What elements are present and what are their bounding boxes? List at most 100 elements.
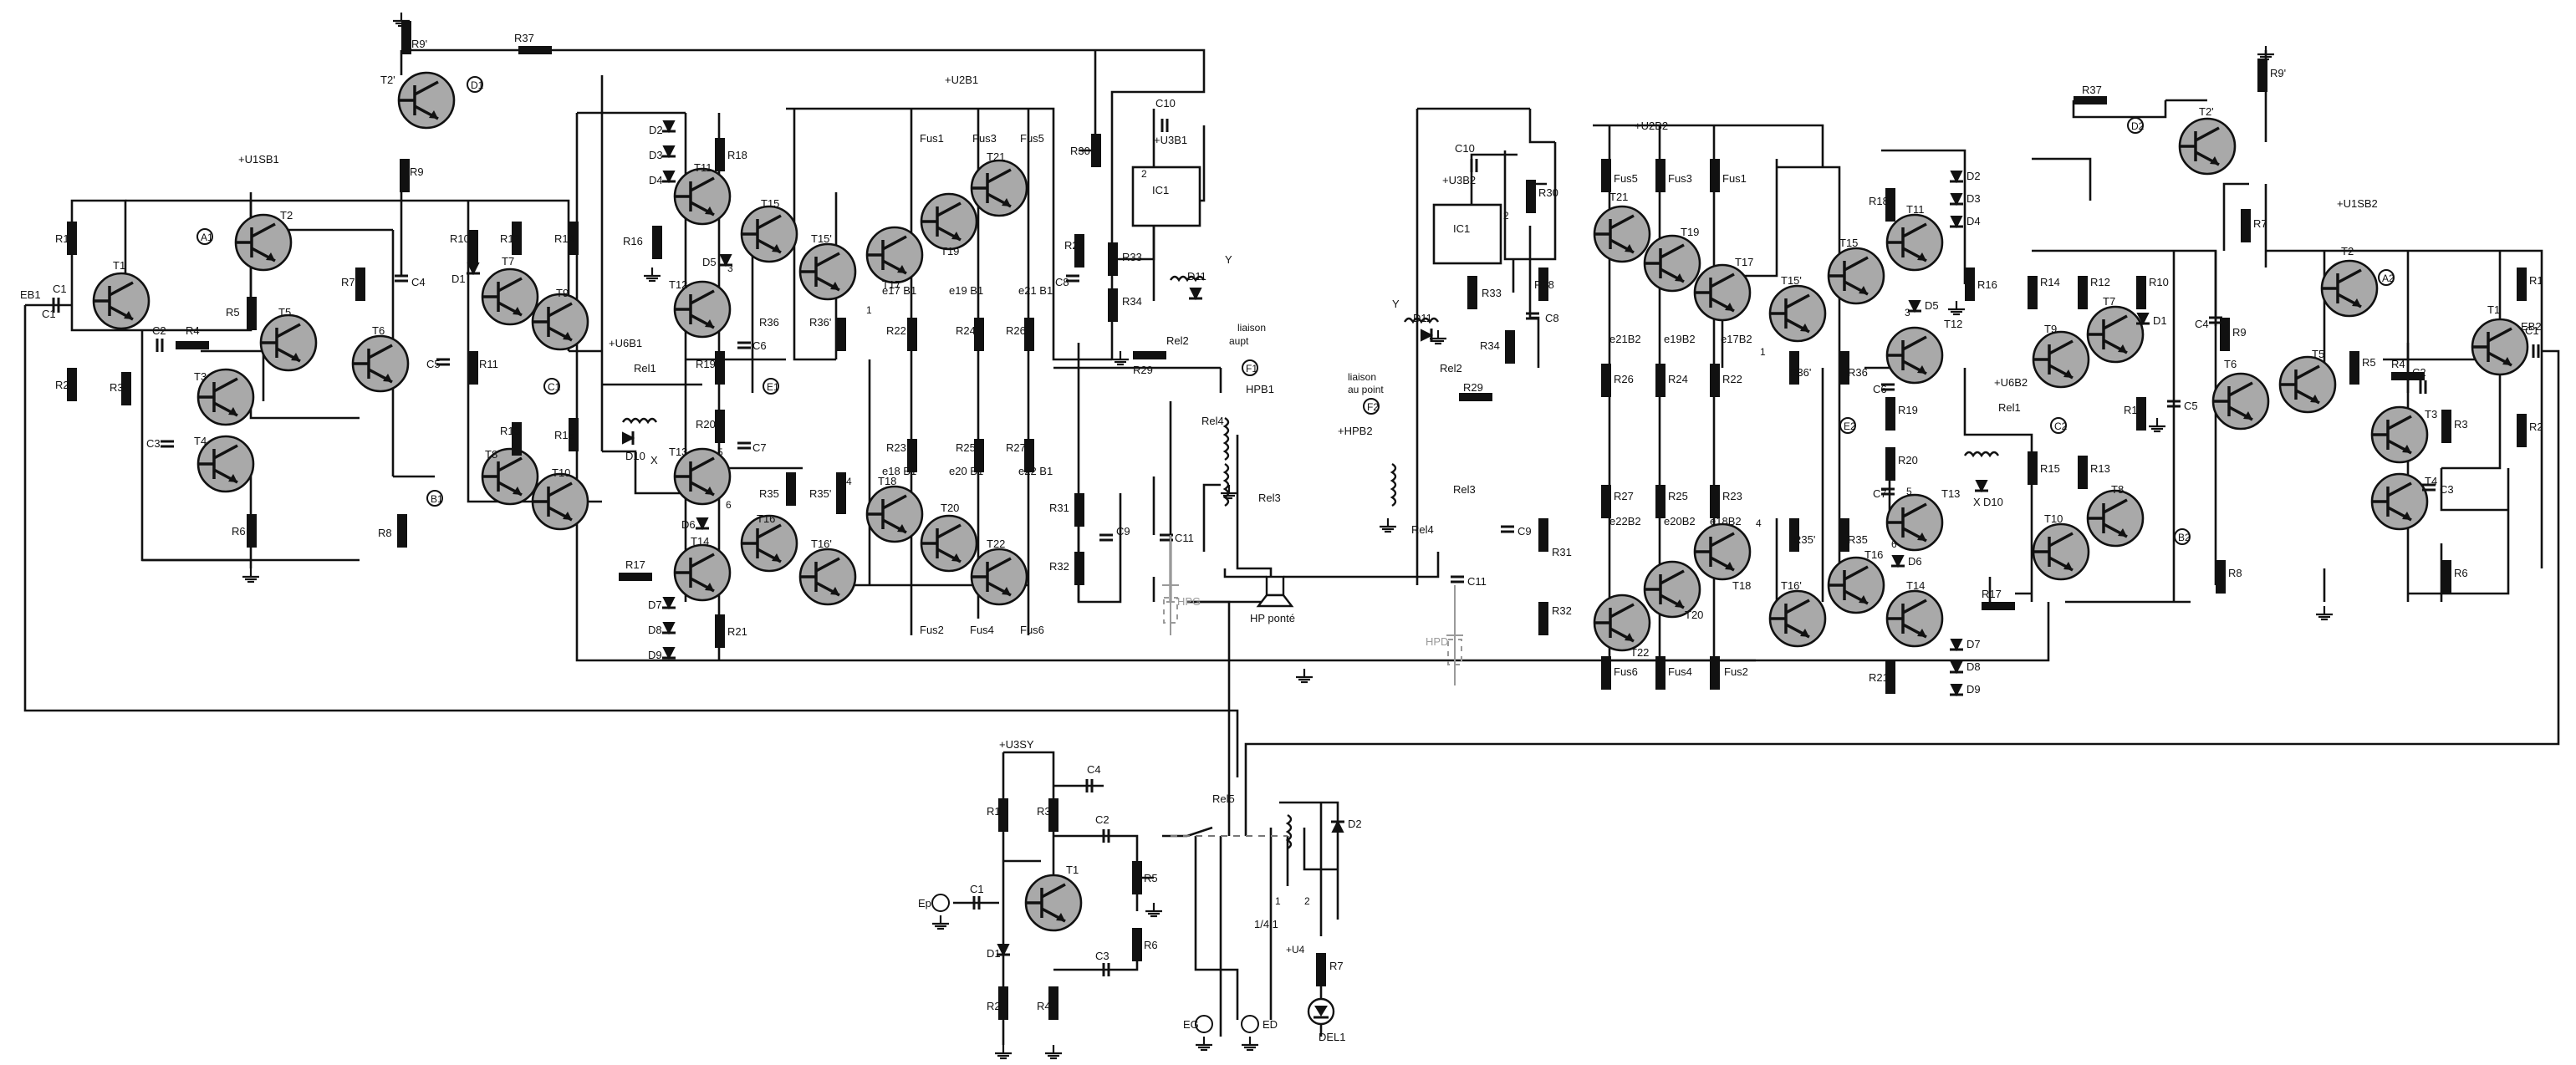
relay-coil-rel4-left [1222, 462, 1230, 507]
svg-text:e17B2: e17B2 [1721, 333, 1752, 345]
svg-text:D2: D2 [1966, 170, 1981, 182]
svg-text:IC1: IC1 [1152, 184, 1169, 196]
svg-text:+U6B1: +U6B1 [609, 337, 642, 349]
svg-text:A1: A1 [201, 232, 213, 243]
svg-text:C7: C7 [752, 441, 767, 454]
transistor-t6 [351, 334, 410, 393]
svg-text:F2: F2 [1367, 401, 1379, 413]
hpg-connector [1163, 597, 1178, 624]
svg-text:Fus6: Fus6 [1020, 624, 1044, 636]
svg-text:Fus5: Fus5 [1614, 172, 1638, 185]
relay-coil-rel1-right [1963, 451, 2000, 458]
svg-text:C4: C4 [2195, 318, 2209, 330]
svg-text:D10: D10 [625, 450, 645, 462]
svg-text:T7: T7 [2103, 295, 2115, 308]
svg-text:Fus3: Fus3 [972, 132, 997, 145]
svg-text:D1: D1 [2153, 314, 2167, 327]
svg-text:e21 B1: e21 B1 [1018, 284, 1053, 297]
svg-text:R1: R1 [55, 232, 69, 245]
relay-coil-rel2b-left [1169, 275, 1206, 283]
svg-text:Fus1: Fus1 [920, 132, 944, 145]
svg-text:T3: T3 [2425, 408, 2437, 420]
svg-text:e19B2: e19B2 [1664, 333, 1696, 345]
svg-text:T11: T11 [694, 161, 712, 174]
svg-text:R31: R31 [1049, 502, 1069, 514]
svg-text:+U3SY: +U3SY [999, 738, 1034, 751]
svg-text:T4: T4 [194, 435, 207, 447]
transistor-t18-r [1693, 522, 1752, 581]
ic1-right [1432, 203, 1502, 265]
svg-text:T2': T2' [2199, 105, 2214, 118]
transistor-t15-prime-r [1768, 284, 1827, 343]
svg-text:Fus1: Fus1 [1722, 172, 1747, 185]
svg-text:e22 B1: e22 B1 [1018, 465, 1053, 477]
labels-input: +U3SY T1 R1 R2 R3 R4 R5 R6 R7 C1 C2 C3 C… [918, 738, 1362, 1043]
svg-text:R18: R18 [727, 149, 747, 161]
svg-text:C3: C3 [146, 437, 161, 450]
svg-text:T12: T12 [1944, 318, 1962, 330]
svg-text:R9: R9 [410, 166, 424, 178]
svg-text:D6: D6 [1908, 555, 1922, 568]
transistor-t17-r [1693, 263, 1752, 322]
svg-text:au point: au point [1348, 384, 1384, 395]
svg-text:DEL1: DEL1 [1319, 1031, 1346, 1043]
transistor-t16-prime-r [1768, 589, 1827, 648]
svg-text:R34: R34 [1480, 339, 1500, 352]
svg-text:EB2: EB2 [2521, 320, 2542, 333]
transistor-t21 [970, 159, 1028, 217]
svg-text:Fus3: Fus3 [1668, 172, 1692, 185]
svg-text:T19: T19 [941, 245, 959, 257]
transistor-t15-r [1827, 247, 1885, 305]
svg-text:R32: R32 [1049, 560, 1069, 573]
svg-text:D3: D3 [649, 149, 663, 161]
svg-text:T14: T14 [1906, 579, 1925, 592]
capacitors-right [1451, 159, 2540, 583]
svg-text:Ep: Ep [918, 897, 931, 910]
transistor-t5-r [2278, 355, 2337, 414]
transistor-t21-r [1593, 205, 1651, 263]
svg-text:D2: D2 [1348, 818, 1362, 830]
svg-text:R36': R36' [1789, 366, 1811, 379]
svg-text:R22: R22 [886, 324, 906, 337]
svg-text:T10: T10 [2044, 512, 2063, 525]
svg-text:B2: B2 [2178, 532, 2191, 543]
svg-text:R2: R2 [55, 379, 69, 391]
svg-text:liaison: liaison [1237, 322, 1266, 334]
svg-text:HPB1: HPB1 [1246, 383, 1274, 395]
svg-text:T7: T7 [502, 255, 514, 268]
svg-text:T17: T17 [1735, 256, 1753, 268]
svg-text:R29: R29 [1463, 381, 1483, 394]
diodes-left [467, 120, 1202, 660]
svg-text:T1: T1 [113, 259, 125, 272]
transistor-t17 [865, 226, 924, 284]
svg-text:T1: T1 [1066, 864, 1079, 876]
diodes-right [1421, 171, 2150, 697]
svg-text:e19 B1: e19 B1 [949, 284, 983, 297]
svg-text:R3: R3 [110, 381, 124, 394]
relay-coil-rel2b-right [1403, 317, 1440, 324]
svg-text:R33: R33 [1122, 251, 1142, 263]
svg-text:Fus4: Fus4 [970, 624, 994, 636]
svg-text:R2: R2 [2529, 420, 2543, 433]
svg-text:e18B2: e18B2 [1710, 515, 1742, 527]
svg-text:Rel1: Rel1 [634, 362, 656, 375]
svg-text:Rel1: Rel1 [1998, 401, 2021, 414]
svg-text:R22: R22 [1722, 373, 1742, 385]
svg-text:e22B2: e22B2 [1609, 515, 1641, 527]
svg-text:C3: C3 [2440, 483, 2454, 496]
svg-text:R19: R19 [696, 358, 716, 370]
transistor-t2-prime [397, 71, 456, 130]
svg-text:2: 2 [1503, 210, 1509, 222]
svg-text:X: X [1973, 496, 1981, 508]
svg-text:Fus6: Fus6 [1614, 665, 1638, 678]
svg-text:+HPB2: +HPB2 [1338, 425, 1373, 437]
svg-text:R13: R13 [500, 425, 520, 437]
svg-text:R23: R23 [1722, 490, 1742, 502]
svg-text:T2: T2 [280, 209, 293, 222]
svg-text:D1: D1 [451, 273, 466, 285]
svg-text:4: 4 [846, 476, 852, 487]
svg-text:R11: R11 [2124, 404, 2143, 416]
svg-text:T22: T22 [1630, 646, 1649, 659]
svg-text:T21: T21 [987, 150, 1005, 163]
